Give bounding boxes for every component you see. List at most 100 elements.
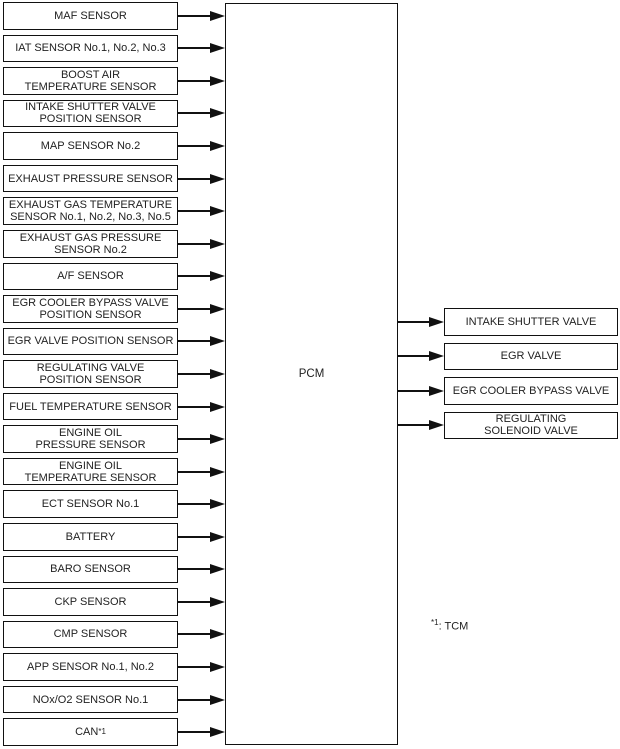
output-row: EGR VALVE bbox=[398, 342, 618, 370]
right-arrow-icon bbox=[178, 556, 225, 584]
arrow-shaft bbox=[178, 210, 210, 213]
input-label: BATTERY bbox=[65, 530, 116, 543]
pcm-box: PCM bbox=[225, 3, 398, 745]
input-box-exhaust-gas-pressure-sensor: EXHAUST GAS PRESSURE SENSOR No.2 bbox=[3, 229, 178, 258]
right-arrow-icon bbox=[178, 328, 225, 356]
right-arrow-icon bbox=[398, 377, 444, 405]
input-column: MAF SENSOR IAT SENSOR No.1, No.2, No.3 B… bbox=[3, 2, 225, 746]
arrowhead-icon bbox=[210, 368, 225, 379]
pcm-label: PCM bbox=[298, 368, 325, 380]
right-arrow-icon bbox=[178, 165, 225, 193]
input-box-regulating-valve-position-sensor: REGULATING VALVE POSITION SENSOR bbox=[3, 360, 178, 388]
arrowhead-icon bbox=[429, 385, 444, 396]
right-arrow-icon bbox=[178, 67, 225, 95]
right-arrow-icon bbox=[178, 523, 225, 551]
right-arrow-icon bbox=[178, 393, 225, 421]
input-row: ENGINE OIL PRESSURE SENSOR bbox=[3, 425, 225, 453]
input-box-exhaust-gas-temperature-sensor: EXHAUST GAS TEMPERATURE SENSOR No.1, No.… bbox=[3, 197, 178, 225]
input-row: EGR VALVE POSITION SENSOR bbox=[3, 327, 225, 356]
arrowhead-icon bbox=[210, 531, 225, 542]
footnote: *1: TCM bbox=[431, 618, 468, 633]
input-box-can: CAN*1 bbox=[3, 718, 178, 746]
input-row: REGULATING VALVE POSITION SENSOR bbox=[3, 360, 225, 388]
footnote-marker: *1 bbox=[431, 618, 439, 627]
input-label: MAP SENSOR No.2 bbox=[40, 140, 141, 153]
arrow-shaft bbox=[178, 177, 210, 180]
input-box-engine-oil-pressure-sensor: ENGINE OIL PRESSURE SENSOR bbox=[3, 425, 178, 453]
input-label: CMP SENSOR bbox=[53, 628, 128, 641]
arrow-shaft bbox=[178, 112, 210, 115]
arrowhead-icon bbox=[210, 727, 225, 738]
input-box-boost-air-temperature-sensor: BOOST AIR TEMPERATURE SENSOR bbox=[3, 67, 178, 95]
input-box-engine-oil-temperature-sensor: ENGINE OIL TEMPERATURE SENSOR bbox=[3, 457, 178, 486]
input-row: BATTERY bbox=[3, 523, 225, 551]
input-box-app-sensor: APP SENSOR No.1, No.2 bbox=[3, 653, 178, 681]
right-arrow-icon bbox=[178, 653, 225, 681]
input-row: EXHAUST PRESSURE SENSOR bbox=[3, 164, 225, 193]
arrow-shaft bbox=[178, 666, 210, 669]
output-box-regulating-solenoid-valve: REGULATING SOLENOID VALVE bbox=[444, 411, 618, 439]
arrowhead-icon bbox=[210, 75, 225, 86]
arrowhead-icon bbox=[210, 662, 225, 673]
arrow-shaft bbox=[398, 355, 429, 358]
arrow-shaft bbox=[398, 389, 429, 392]
arrow-shaft bbox=[178, 242, 210, 245]
right-arrow-icon bbox=[178, 230, 225, 258]
input-row: INTAKE SHUTTER VALVE POSITION SENSOR bbox=[3, 99, 225, 128]
input-row: MAF SENSOR bbox=[3, 2, 225, 30]
right-arrow-icon bbox=[178, 197, 225, 225]
arrow-shaft bbox=[178, 79, 210, 82]
right-arrow-icon bbox=[178, 588, 225, 616]
right-arrow-icon bbox=[398, 308, 444, 336]
input-label: IAT SENSOR No.1, No.2, No.3 bbox=[15, 42, 166, 55]
right-arrow-icon bbox=[398, 412, 444, 440]
arrow-shaft bbox=[178, 145, 210, 148]
arrow-shaft bbox=[178, 275, 210, 278]
arrowhead-icon bbox=[210, 629, 225, 640]
arrow-shaft bbox=[398, 320, 429, 323]
arrowhead-icon bbox=[210, 271, 225, 282]
input-label: INTAKE SHUTTER VALVE POSITION SENSOR bbox=[25, 101, 156, 126]
input-label: ECT SENSOR No.1 bbox=[41, 498, 140, 511]
input-row: APP SENSOR No.1, No.2 bbox=[3, 653, 225, 681]
arrowhead-icon bbox=[210, 43, 225, 54]
arrow-shaft bbox=[178, 503, 210, 506]
arrow-shaft bbox=[178, 568, 210, 571]
input-label: APP SENSOR No.1, No.2 bbox=[27, 661, 154, 674]
input-label: EXHAUST PRESSURE SENSOR bbox=[8, 172, 173, 185]
arrowhead-icon bbox=[210, 466, 225, 477]
input-row: CAN*1 bbox=[3, 718, 225, 746]
input-row: MAP SENSOR No.2 bbox=[3, 132, 225, 160]
input-row: NOx/O2 SENSOR No.1 bbox=[3, 685, 225, 714]
footnote-text: : TCM bbox=[438, 620, 469, 633]
arrowhead-icon bbox=[429, 351, 444, 362]
input-box-map-sensor: MAP SENSOR No.2 bbox=[3, 132, 178, 160]
right-arrow-icon bbox=[178, 35, 225, 63]
input-row: IAT SENSOR No.1, No.2, No.3 bbox=[3, 34, 225, 63]
input-box-egr-valve-position-sensor: EGR VALVE POSITION SENSOR bbox=[3, 327, 178, 356]
input-label: FUEL TEMPERATURE SENSOR bbox=[9, 400, 172, 413]
input-row: CKP SENSOR bbox=[3, 588, 225, 616]
input-row: ENGINE OIL TEMPERATURE SENSOR bbox=[3, 457, 225, 486]
output-box-egr-valve: EGR VALVE bbox=[444, 342, 618, 370]
right-arrow-icon bbox=[178, 100, 225, 128]
input-box-baro-sensor: BARO SENSOR bbox=[3, 555, 178, 584]
output-row: REGULATING SOLENOID VALVE bbox=[398, 411, 618, 440]
arrowhead-icon bbox=[210, 141, 225, 152]
input-box-cmp-sensor: CMP SENSOR bbox=[3, 620, 178, 649]
arrow-shaft bbox=[178, 535, 210, 538]
output-row: EGR COOLER BYPASS VALVE bbox=[398, 377, 618, 405]
input-row: EGR COOLER BYPASS VALVE POSITION SENSOR bbox=[3, 295, 225, 323]
input-label: CAN bbox=[75, 726, 99, 739]
output-box-intake-shutter-valve: INTAKE SHUTTER VALVE bbox=[444, 308, 618, 336]
input-row: ECT SENSOR No.1 bbox=[3, 490, 225, 519]
arrowhead-icon bbox=[210, 564, 225, 575]
arrowhead-icon bbox=[210, 108, 225, 119]
arrow-shaft bbox=[178, 372, 210, 375]
output-row: INTAKE SHUTTER VALVE bbox=[398, 308, 618, 336]
input-row: BARO SENSOR bbox=[3, 555, 225, 584]
output-label: EGR COOLER BYPASS VALVE bbox=[452, 384, 610, 397]
arrowhead-icon bbox=[210, 694, 225, 705]
arrowhead-icon bbox=[210, 303, 225, 314]
